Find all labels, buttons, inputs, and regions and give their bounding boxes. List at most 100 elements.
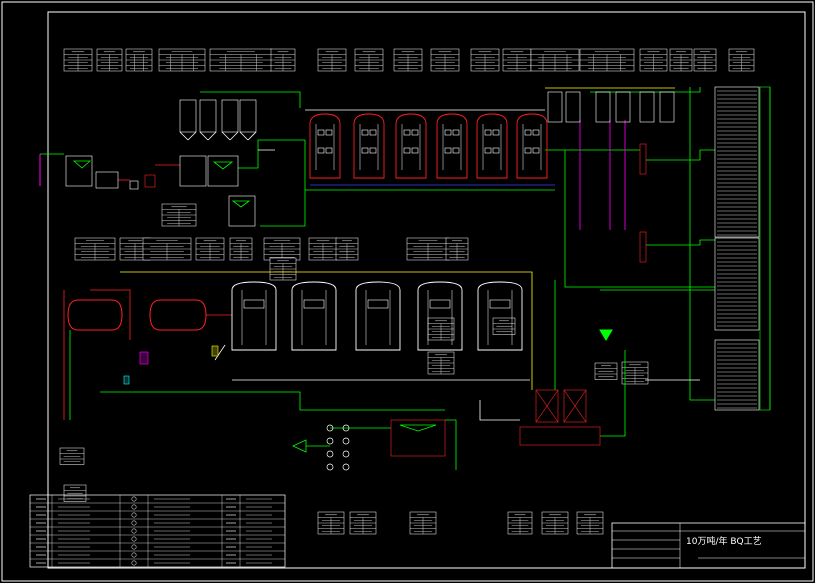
neutralization-tank xyxy=(519,426,601,446)
filter-cone xyxy=(247,131,257,141)
pipe-green xyxy=(260,140,306,227)
pump-icon xyxy=(342,450,350,458)
pipe-green xyxy=(689,87,715,401)
filter-cone xyxy=(239,131,249,141)
vessel-nozzle xyxy=(243,299,265,309)
pipe-white xyxy=(214,344,226,361)
membrane-rack xyxy=(714,339,760,411)
pump-icon xyxy=(326,463,334,471)
legend-symbol xyxy=(131,512,137,518)
pipe-green xyxy=(100,391,445,411)
valve xyxy=(532,147,540,154)
legend-table xyxy=(29,494,286,568)
ion-exchange-column xyxy=(516,113,548,179)
ion-exchange-column xyxy=(309,113,341,179)
drawing-title: 10万吨/年 BQ工艺 xyxy=(686,535,762,547)
valve xyxy=(317,147,325,154)
valve xyxy=(325,129,333,136)
pipe-red xyxy=(90,289,131,340)
mixing-tank xyxy=(95,171,119,189)
pump-icon xyxy=(326,450,334,458)
pipelines xyxy=(39,87,771,470)
dosing-unit xyxy=(144,174,156,188)
pump-box xyxy=(129,180,139,190)
vessel-nozzle xyxy=(367,299,389,309)
storage-vessel xyxy=(355,281,401,351)
valve xyxy=(524,147,532,154)
cip-tank xyxy=(535,389,559,423)
cartridge-filter xyxy=(639,143,647,175)
cip-tank xyxy=(563,389,587,423)
buffer-tank xyxy=(179,155,207,187)
valve xyxy=(532,129,540,136)
pipe-green xyxy=(238,139,305,169)
ion-exchange-column xyxy=(476,113,508,179)
filter-cone xyxy=(187,131,197,141)
mixed-bed-unit xyxy=(565,91,581,123)
water-level-icon xyxy=(72,160,92,169)
cartridge-filter xyxy=(639,231,647,263)
mixed-bed-unit xyxy=(595,91,611,123)
valve xyxy=(452,147,460,154)
mixed-bed-unit xyxy=(639,91,655,123)
legend-symbol xyxy=(131,560,137,566)
valve xyxy=(524,129,532,136)
product-water-tank xyxy=(390,419,446,457)
cone-tank xyxy=(599,329,613,341)
ion-exchange-column xyxy=(436,113,468,179)
valve xyxy=(325,147,333,154)
valve xyxy=(484,129,492,136)
valve xyxy=(403,147,411,154)
title-block: 10万吨/年 BQ工艺 xyxy=(611,522,806,569)
valve xyxy=(211,345,219,357)
legend-symbol xyxy=(131,520,137,526)
water-level-icon xyxy=(231,200,251,208)
mixed-bed-unit xyxy=(547,91,563,123)
pressure-filter xyxy=(199,99,217,133)
ion-exchange-column xyxy=(395,113,427,179)
flow-arrow-icon xyxy=(292,439,307,453)
storage-vessel xyxy=(231,281,277,351)
membrane-rack xyxy=(714,237,760,331)
legend-symbol xyxy=(131,496,137,502)
valve xyxy=(369,147,377,154)
valve xyxy=(492,147,500,154)
horizontal-tank xyxy=(149,299,207,331)
valve xyxy=(403,129,411,136)
valve xyxy=(361,129,369,136)
equipment xyxy=(65,86,771,471)
pipe-green xyxy=(646,149,715,161)
sludge-tank xyxy=(228,195,256,227)
valve xyxy=(317,129,325,136)
legend-symbol xyxy=(131,552,137,558)
water-level-icon xyxy=(399,424,437,432)
valve xyxy=(444,147,452,154)
storage-vessel xyxy=(417,281,463,351)
dosing-pump xyxy=(139,351,149,365)
water-level-icon xyxy=(212,161,234,170)
filter-cone xyxy=(179,131,189,141)
storage-vessel xyxy=(291,281,337,351)
legend-symbol xyxy=(131,528,137,534)
pump-icon xyxy=(342,437,350,445)
ion-exchange-column xyxy=(353,113,385,179)
rack-frame xyxy=(759,86,771,411)
pipe-yellow xyxy=(120,271,533,390)
equipment-tag-tables-middle xyxy=(59,203,649,535)
pressure-filter xyxy=(221,99,239,133)
pump-icon xyxy=(326,437,334,445)
membrane-rack xyxy=(714,86,760,238)
filter-cone xyxy=(207,131,217,141)
filter-cone xyxy=(221,131,231,141)
storage-vessel xyxy=(477,281,523,351)
valve xyxy=(492,129,500,136)
valve xyxy=(452,129,460,136)
vessel-nozzle xyxy=(303,299,325,309)
mixed-bed-unit xyxy=(615,91,631,123)
vessel-nozzle xyxy=(429,299,451,309)
pipe-green xyxy=(564,150,715,288)
valve xyxy=(444,129,452,136)
valve xyxy=(484,147,492,154)
pump-icon xyxy=(342,463,350,471)
